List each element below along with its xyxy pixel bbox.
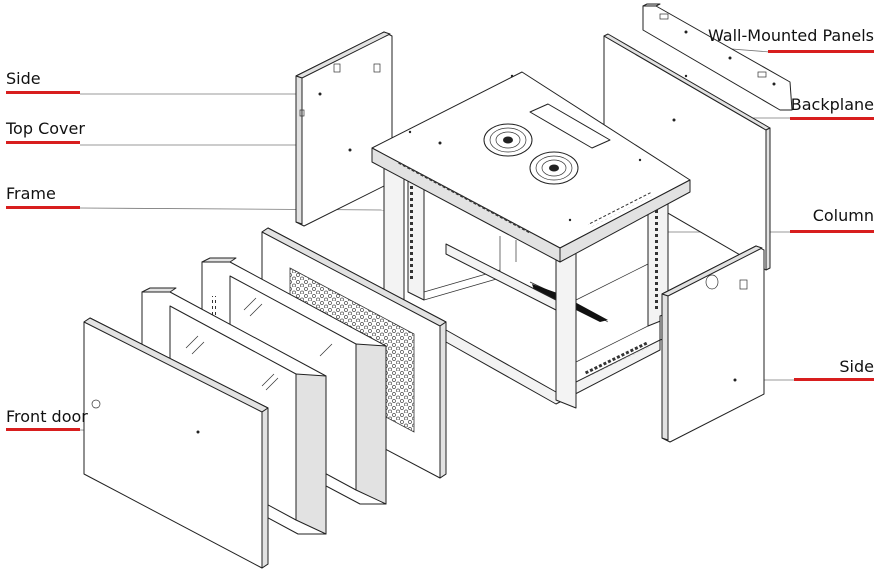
label-underline	[790, 230, 874, 233]
label-side-left: Side	[6, 69, 41, 88]
top-cover-part	[371, 71, 691, 263]
fan-icon	[483, 123, 533, 157]
front-door-part	[83, 317, 269, 569]
cabinet-frame	[383, 161, 679, 409]
side-panel-right-part	[661, 245, 765, 443]
label-front-door: Front door	[6, 407, 88, 426]
label-underline	[6, 141, 80, 144]
label-top-cover: Top Cover	[6, 119, 85, 138]
side-panel-left-part	[295, 31, 393, 227]
label-underline	[6, 91, 80, 94]
backplane-part	[603, 33, 771, 271]
label-underline	[6, 428, 80, 431]
label-side-right: Side	[839, 357, 874, 376]
wall-mounted-panel-part	[642, 3, 793, 111]
label-wall-mounted-panels: Wall-Mounted Panels	[708, 26, 874, 45]
label-underline	[768, 50, 874, 53]
label-column: Column	[812, 206, 874, 225]
label-underline	[794, 378, 874, 381]
label-backplane: Backplane	[790, 95, 874, 114]
label-underline	[6, 206, 80, 209]
fan-icon	[529, 151, 579, 185]
label-frame: Frame	[6, 184, 56, 203]
label-underline	[790, 117, 874, 120]
